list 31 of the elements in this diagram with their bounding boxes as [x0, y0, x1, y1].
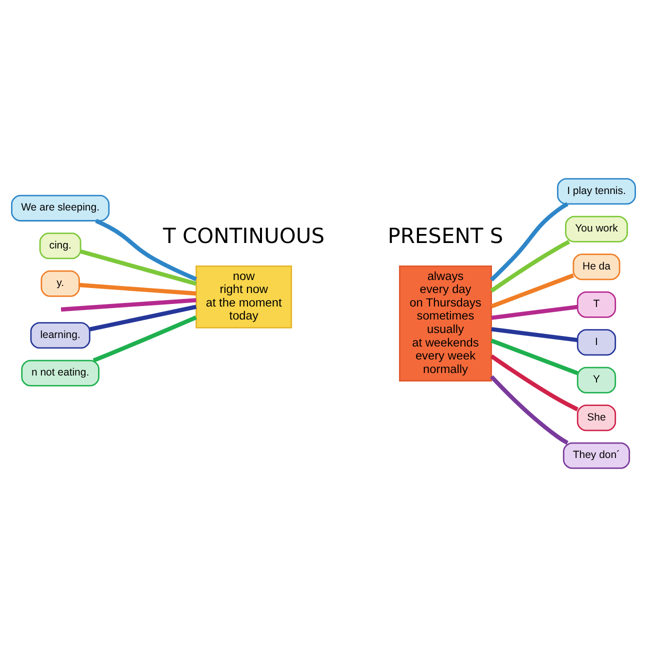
node-box: learning. [30, 322, 90, 349]
connector [60, 298, 196, 312]
node-box: always every day on Thursdays sometimes usually at weekends every week normally [399, 265, 492, 382]
node-box: You work [565, 216, 628, 242]
node-box: We are sleeping. [11, 194, 110, 222]
node-box: I [576, 329, 616, 356]
connector [490, 338, 578, 376]
connector [490, 202, 568, 282]
connector [491, 327, 578, 342]
connector [92, 316, 197, 362]
node-box: cing. [39, 232, 82, 260]
node-box: Y [576, 366, 616, 394]
connector [491, 304, 578, 320]
node-box: She [576, 404, 616, 432]
connector [490, 375, 569, 445]
connector [490, 240, 570, 293]
connector [95, 218, 197, 282]
connector [490, 273, 574, 308]
label: T CONTINUOUS [163, 224, 325, 248]
connector [80, 249, 197, 286]
connector [79, 282, 196, 296]
node-box: He da [572, 254, 620, 280]
node-box: now right now at the moment today [196, 265, 292, 328]
label: PRESENT S [388, 224, 504, 248]
node-box: y. [40, 270, 80, 297]
connector [89, 304, 197, 332]
node-box: They don´ [562, 442, 630, 469]
connector [490, 354, 578, 412]
node-box: I play tennis. [556, 178, 636, 205]
node-box: T [576, 291, 616, 318]
node-box: n not eating. [21, 360, 100, 386]
